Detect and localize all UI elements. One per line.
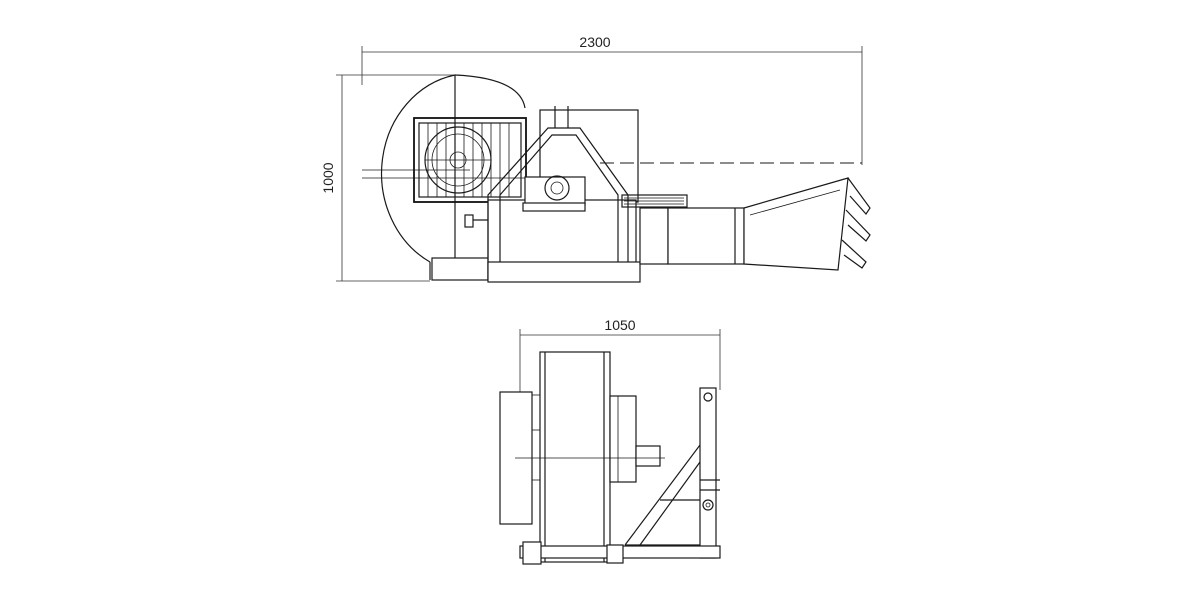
end-view: 1050 <box>499 317 721 565</box>
fan-body <box>532 351 611 563</box>
dimension-height: 1000 <box>320 74 460 282</box>
dimension-width: 1050 <box>519 317 721 395</box>
side-view: 2300 1000 <box>320 34 871 283</box>
motor <box>522 175 586 212</box>
dimension-width-label: 1050 <box>604 317 635 333</box>
base-frame <box>519 541 721 565</box>
dimension-height-label: 1000 <box>320 162 336 193</box>
inlet-grille <box>413 117 527 203</box>
dimension-length: 2300 <box>361 34 863 165</box>
outlet-duct <box>639 177 871 271</box>
motor-end <box>609 395 661 483</box>
side-frame <box>624 387 720 559</box>
spring <box>621 194 688 208</box>
chassis <box>464 106 641 283</box>
dimension-length-label: 2300 <box>579 34 610 50</box>
